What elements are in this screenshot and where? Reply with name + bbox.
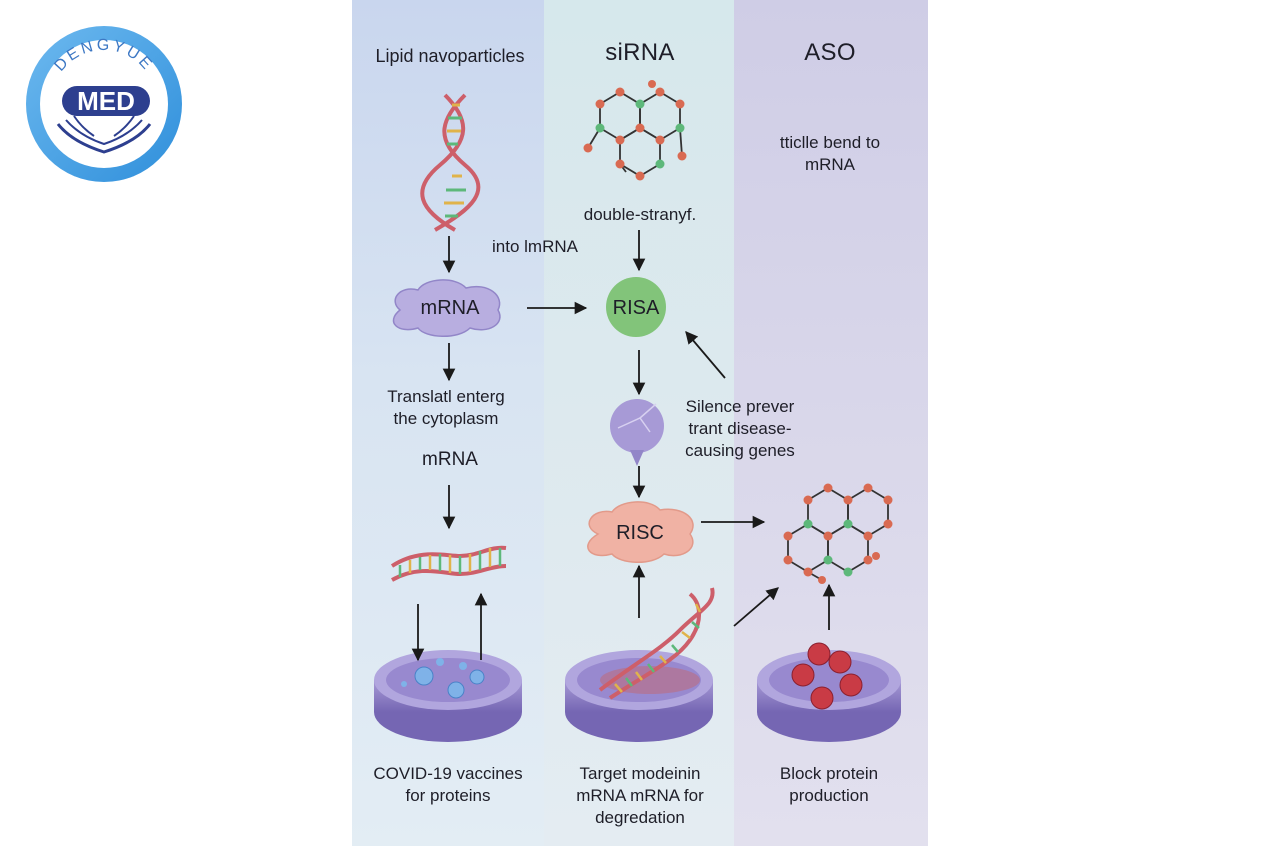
mrna-strand-icon xyxy=(390,545,507,582)
lnp-translate-text: Translatl enterg the cytoplasm xyxy=(387,387,505,428)
bulb-icon xyxy=(610,399,664,466)
mrna-node-label: mRNA xyxy=(420,297,480,319)
petri-dish-aso xyxy=(757,642,901,742)
lnp-mrna-label: mRNA xyxy=(422,449,478,470)
aso-caption: Block protein production xyxy=(779,764,879,805)
lnp-caption: COVID-19 vaccines for proteins xyxy=(373,764,523,805)
aso-molecule-atoms xyxy=(783,483,893,584)
arrow-silence-to-risa xyxy=(685,331,726,379)
aso-molecule-icon xyxy=(787,486,889,581)
sirna-caption: Target modeinin mRNA mRNA for degredatio… xyxy=(576,764,704,827)
sirna-silence-text: Silence prever trant disease- causing ge… xyxy=(685,397,795,460)
aso-note: tticlle bend to mRNA xyxy=(779,133,881,174)
lnp-note: into lmRNA xyxy=(492,237,578,256)
petri-dish-sirna xyxy=(565,587,715,742)
aso-title: ASO xyxy=(804,39,856,66)
mrna-node-shape xyxy=(392,279,501,337)
petri-dish-vaccine xyxy=(374,650,522,742)
arrow-dish-to-aso xyxy=(733,587,779,627)
dna-helix-icon xyxy=(420,93,481,232)
lnp-title: Lipid navoparticles xyxy=(375,46,525,66)
risa-node-label: RISA xyxy=(612,297,660,319)
logo-word: MED xyxy=(77,86,135,116)
dengyue-med-logo: DENGYUE MED xyxy=(26,26,182,182)
risc-node-shape xyxy=(587,501,694,563)
flow-arrows xyxy=(411,230,836,662)
sirna-molecule-atoms xyxy=(583,80,687,181)
sirna-title: siRNA xyxy=(605,39,675,66)
risc-node-label: RISC xyxy=(616,522,664,544)
sirna-strand-label: double-stranyf. xyxy=(583,205,697,224)
risa-node-shape xyxy=(606,277,666,337)
